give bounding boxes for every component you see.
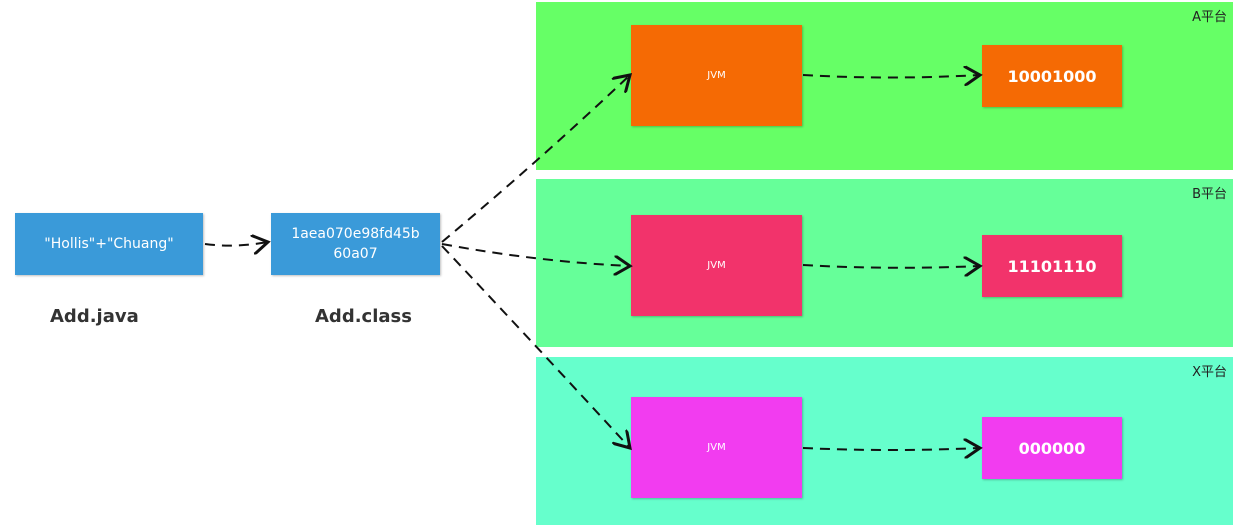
arrow-to-jvm-x	[441, 245, 630, 448]
platform-label: A平台	[1192, 10, 1227, 25]
arrow-jvm-x-out	[802, 448, 980, 450]
class-caption: Add.class	[315, 306, 412, 327]
output-box-b: 11101110	[982, 235, 1122, 297]
source-code-box: "Hollis"+"Chuang"	[15, 213, 203, 275]
jvm-box-b: JVM	[631, 215, 802, 316]
arrow-to-jvm-b	[441, 243, 630, 266]
output-box-x: 000000	[982, 417, 1122, 479]
arrow-jvm-b-out	[802, 265, 980, 268]
platform-label: X平台	[1192, 365, 1227, 380]
source-caption: Add.java	[50, 306, 139, 327]
jvm-box-x: JVM	[631, 397, 802, 498]
platform-label: B平台	[1192, 187, 1227, 202]
output-box-a: 10001000	[982, 45, 1122, 107]
bytecode-box: 1aea070e98fd45b 60a07	[271, 213, 440, 275]
jvm-box-a: JVM	[631, 25, 802, 126]
arrow-compile	[204, 242, 268, 246]
arrow-jvm-a-out	[802, 75, 980, 78]
arrow-to-jvm-a	[441, 75, 630, 243]
